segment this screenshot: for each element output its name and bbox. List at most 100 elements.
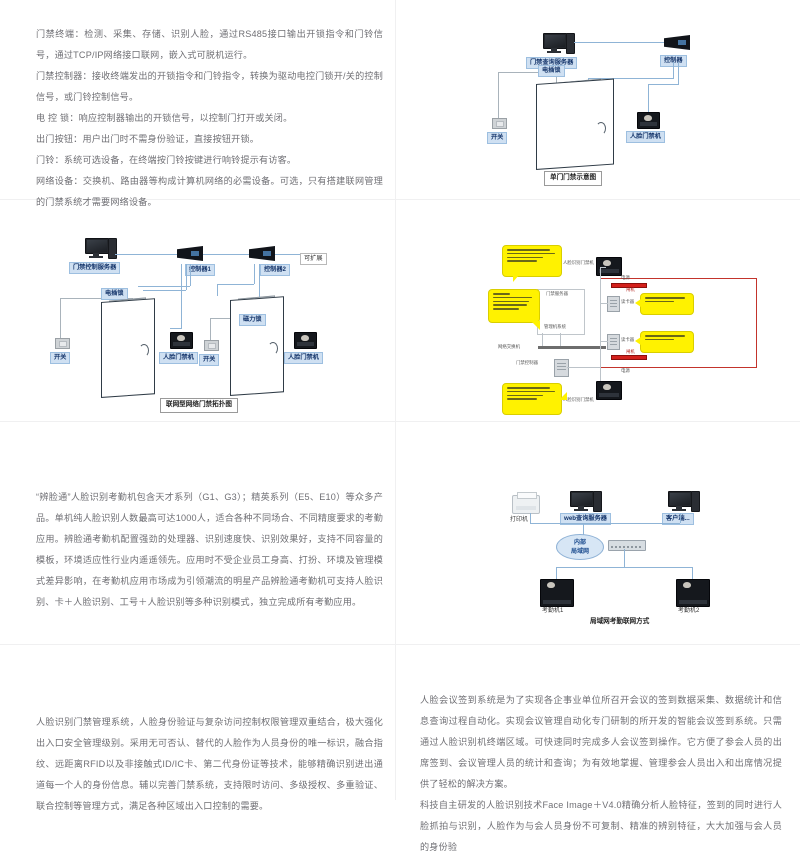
face-terminal-icon — [637, 112, 660, 129]
wire-controller-gate — [567, 367, 600, 369]
wire-router-down — [624, 549, 626, 567]
wire-c2-lock-h — [217, 284, 254, 286]
reader-upper-label: 读卡器 — [621, 299, 635, 304]
grid-horizontal-divider-1 — [0, 199, 800, 200]
wire-switch1-h — [60, 298, 133, 300]
management-server-box — [537, 289, 585, 335]
entry-terminal-top-label: 人脸识别门禁机 — [563, 260, 594, 265]
callout-reader-lower — [635, 331, 694, 353]
power-upper-caption: 电源 — [621, 275, 630, 280]
callout-reader-upper — [635, 293, 694, 315]
grid-horizontal-divider-3 — [0, 644, 800, 645]
paragraph: 科技自主研发的人脸识别技术Face Image＋V4.0精确分析人脸特征，签到的… — [420, 800, 782, 852]
wire-c1-terminal — [181, 264, 183, 328]
callout-top — [502, 245, 562, 282]
network-bus-line — [538, 346, 606, 349]
switch-label: 开关 — [487, 132, 508, 145]
lock-right-label: 磁力锁 — [239, 314, 266, 327]
wire-device1-down — [556, 567, 558, 581]
device2-label: 考勤机2 — [678, 608, 700, 614]
electric-lock-label: 电插锁 — [538, 65, 565, 78]
network-bus-label: 网络交换机 — [498, 344, 520, 349]
terminal-right-label: 人脸门禁机 — [284, 352, 323, 365]
power-lower-caption: 电源 — [621, 368, 630, 373]
wire-c2-a — [254, 264, 256, 284]
wire-controller-terminal-h — [648, 84, 679, 86]
face-terminal-top-icon — [596, 257, 622, 276]
web-server-label: web查询服务器 — [560, 513, 611, 526]
face-terminal-right-icon — [294, 332, 317, 349]
guard-figure-top — [630, 247, 648, 273]
wire-server-down — [583, 523, 585, 537]
controller-device-icon — [664, 35, 690, 50]
card-reader-lower-icon — [607, 334, 620, 350]
expandable-label: 可扩展 — [300, 253, 327, 266]
wire-client-up — [680, 513, 682, 523]
controller1-device-icon — [177, 246, 203, 261]
wire-c1-term-h — [170, 328, 182, 330]
wire-backbone — [530, 523, 680, 525]
exit-switch-left-icon — [55, 338, 70, 349]
attendance-device1-icon — [540, 579, 574, 607]
wire-controller-down — [673, 62, 675, 78]
face-access-management-text: 人脸识别门禁管理系统，人脸身份验证与复杂访问控制权限管理双重结合，极大强化出入口… — [36, 712, 383, 817]
server-sub-label: 管理机系统 — [544, 324, 566, 329]
paragraph: 电 控 锁：响应控制器输出的开锁信号，以控制门打开或关闭。 — [36, 113, 293, 123]
face-terminal-bottom-icon — [596, 381, 622, 400]
paragraph: “辨脸通”人脸识别考勤机包含天才系列（G1、G3）；精英系列（E5、E10）等众… — [36, 492, 383, 607]
guard-figure-bottom — [630, 376, 648, 402]
gate-upper-label: 闸机 — [626, 287, 635, 292]
face-meeting-signin-text: 人脸会议签到系统是为了实现各企事业单位所召开会议的签到数据采集、数据统计和信息查… — [420, 690, 782, 858]
wire-c1-lock-h — [138, 286, 190, 288]
wire-switch1-v — [60, 298, 62, 338]
access-control-components-text: 门禁终端：检测、采集、存储、识别人脸，通过RS485接口输出开锁指令和门铃信号，… — [36, 24, 383, 213]
wire-device-bus — [556, 567, 692, 569]
wire-c1-lock-h2 — [143, 290, 186, 292]
exit-switch-icon — [492, 118, 507, 129]
wire-switch2-h — [210, 318, 232, 320]
grid-horizontal-divider-2 — [0, 421, 800, 422]
paragraph: 人脸识别门禁管理系统，人脸身份验证与复杂访问控制权限管理双重结合，极大强化出入口… — [36, 717, 383, 811]
face-attendance-product-text: “辨脸通”人脸识别考勤机包含天才系列（G1、G3）；精英系列（E5、E10）等众… — [36, 487, 383, 613]
wire-c1-lock-a — [186, 264, 188, 290]
single-door-access-diagram: 门禁查询服务器 控制器 电插锁 开关 人脸门禁机 单门门禁示意图 — [470, 28, 780, 188]
gate-lower-label: 闸机 — [626, 349, 635, 354]
face-terminal-left-icon — [170, 332, 193, 349]
terminal-label: 人脸门禁机 — [626, 131, 665, 144]
switch-right-label: 开关 — [199, 354, 220, 367]
switch-router-icon — [608, 540, 646, 551]
grid-vertical-divider — [395, 0, 396, 800]
wire-switch2-v — [210, 318, 212, 340]
wire-controller-lock — [588, 78, 674, 80]
switch-left-label: 开关 — [50, 352, 71, 365]
lock-left-label: 电插锁 — [101, 288, 128, 301]
wire-vertical-trunk — [600, 267, 602, 389]
exit-switch-right-icon — [204, 340, 219, 351]
controller2-device-icon — [249, 246, 275, 261]
door-left-illustration — [101, 297, 161, 398]
door-illustration — [536, 78, 624, 170]
printer-icon — [512, 492, 540, 514]
networked-access-topology-diagram: 门禁控制服务器 控制器1 控制器2 可扩展 电插锁 — [42, 232, 382, 413]
diagram-caption: 局域网考勤联网方式 — [590, 618, 650, 625]
wire-controller1-controller2 — [203, 254, 249, 256]
guard-figure-server — [550, 299, 574, 323]
door-controller-label: 门禁控制器 — [516, 360, 538, 365]
wire-printer-up — [530, 513, 532, 523]
wire-server-controller — [574, 42, 664, 44]
controller2-label: 控制器2 — [260, 264, 291, 277]
gate-barrier-lower — [611, 355, 647, 360]
lan-attendance-network-diagram: 打印机 web查询服务器 客户端... 内部局域网 考勤机1 考勤机2 局域网考… — [490, 487, 780, 632]
wire-switch-h — [498, 72, 556, 74]
wire-terminal-v — [648, 84, 650, 112]
paragraph: 网络设备：交换机、路由器等构成计算机网络的必需设备。可选，只有搭建联网管理的门禁… — [36, 176, 383, 207]
paragraph: 出门按钮：用户出门时不需身份验证，直接按钮开锁。 — [36, 134, 260, 144]
wire-controller-down-2 — [678, 62, 680, 84]
paragraph: 人脸会议签到系统是为了实现各企事业单位所召开会议的签到数据采集、数据统计和信息查… — [420, 695, 782, 789]
wire-server-controller1 — [115, 254, 177, 256]
client-label: 客户端... — [662, 513, 694, 526]
wire-server-bus-2 — [542, 333, 544, 346]
diagram-caption: 联网型网络门禁拓扑图 — [160, 398, 238, 413]
wire-switch-v — [498, 72, 500, 118]
